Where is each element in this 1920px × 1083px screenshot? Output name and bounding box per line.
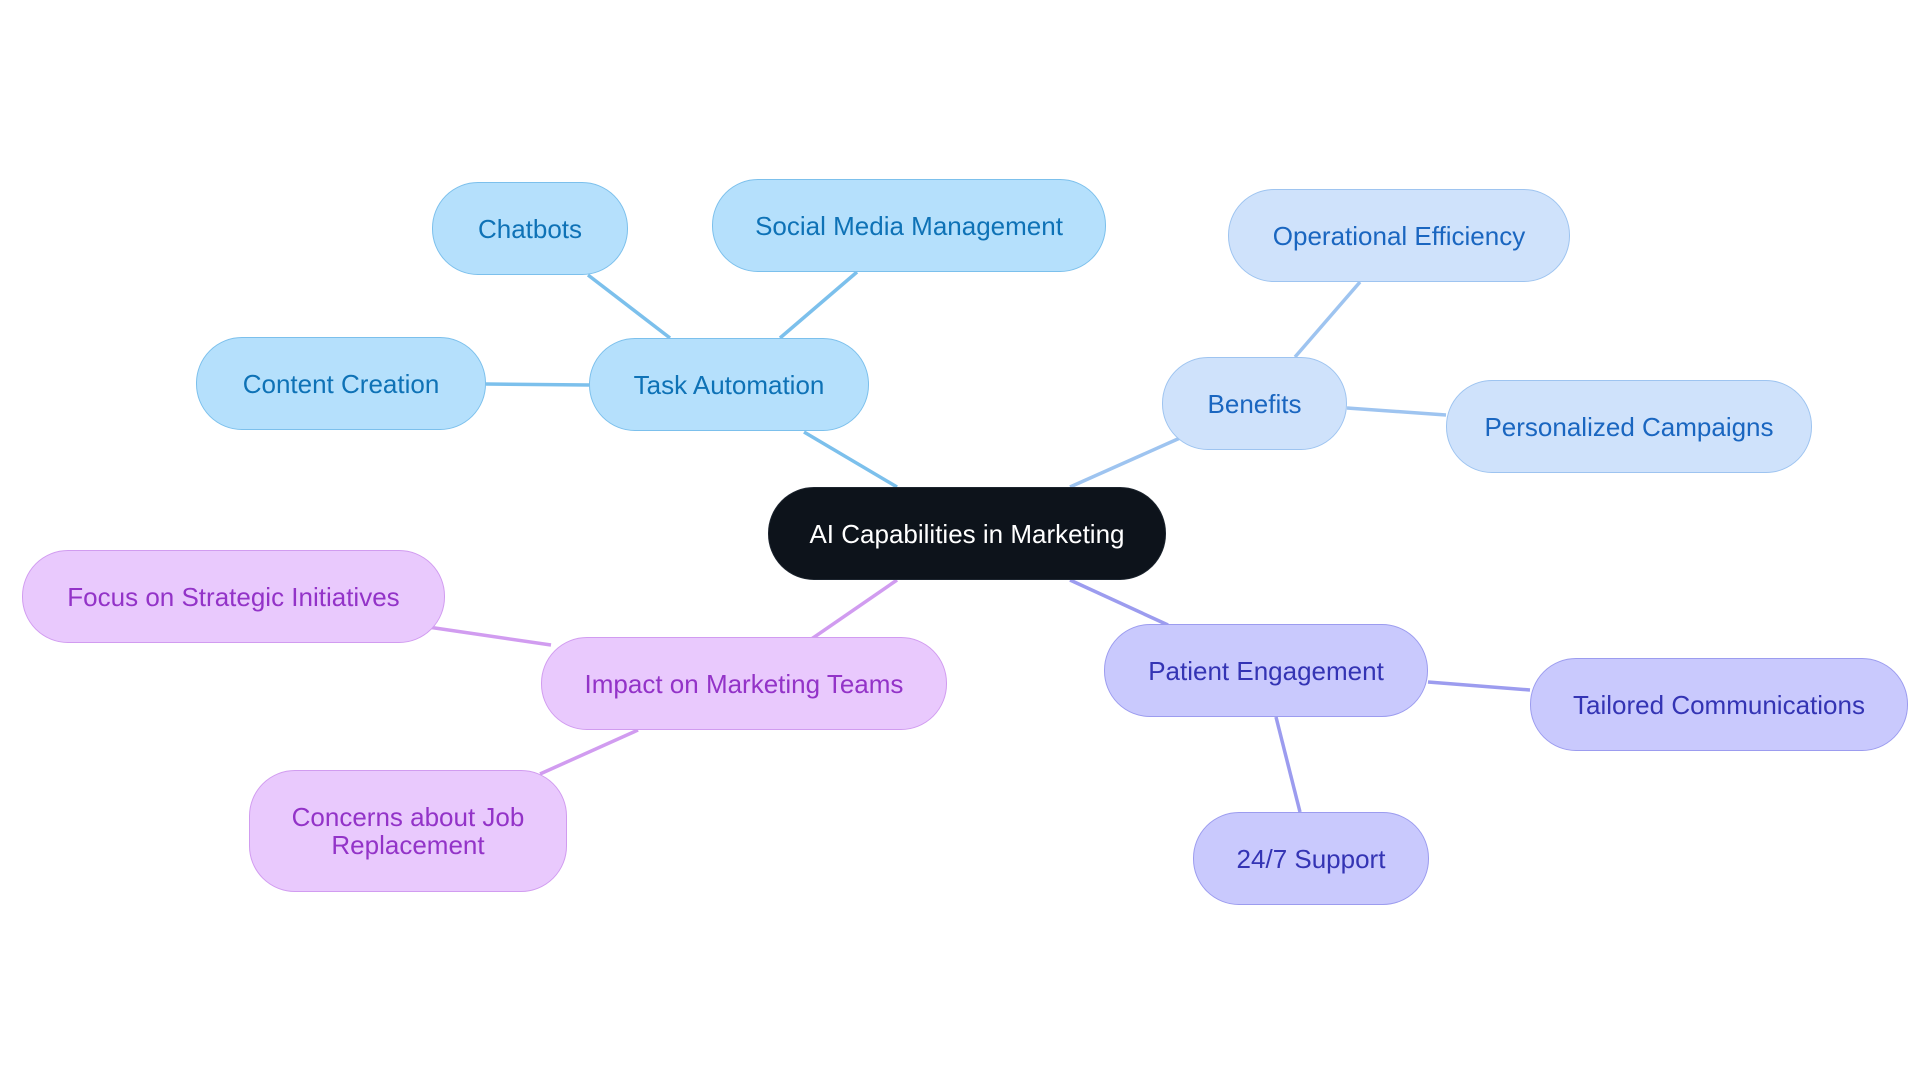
content-creation-node[interactable]: Content Creation: [196, 337, 486, 430]
edge-patient-support: [1274, 716, 1302, 813]
chatbots-node[interactable]: Chatbots: [432, 182, 628, 275]
social-media-management-label: Social Media Management: [755, 210, 1063, 241]
impact-on-marketing-teams-label: Impact on Marketing Teams: [584, 668, 904, 699]
benefits-node[interactable]: Benefits: [1162, 357, 1347, 450]
tailored-communications-label: Tailored Communications: [1573, 689, 1865, 720]
focus-on-strategic-initiatives-node[interactable]: Focus on Strategic Initiatives: [22, 550, 445, 643]
task-automation-label: Task Automation: [633, 369, 825, 400]
concerns-about-job-replacement-node[interactable]: Concerns about Job Replacement: [249, 770, 567, 892]
patient-engagement-node[interactable]: Patient Engagement: [1104, 624, 1428, 717]
edge-task-social-media: [778, 270, 859, 340]
concerns-about-job-replacement-label: Concerns about Job Replacement: [291, 802, 525, 860]
edge-root-task-automation: [803, 430, 898, 489]
focus-on-strategic-initiatives-label: Focus on Strategic Initiatives: [67, 581, 400, 612]
support-24-7-node[interactable]: 24/7 Support: [1193, 812, 1429, 905]
root-node[interactable]: AI Capabilities in Marketing: [768, 487, 1166, 580]
edge-root-impact: [809, 578, 898, 642]
edge-benefits-personalized: [1346, 406, 1447, 417]
edge-impact-focus: [427, 625, 552, 647]
impact-on-marketing-teams-node[interactable]: Impact on Marketing Teams: [541, 637, 947, 730]
edge-task-chatbots: [586, 273, 672, 340]
edge-task-content-creation: [485, 382, 590, 387]
root-label: AI Capabilities in Marketing: [809, 518, 1125, 549]
chatbots-label: Chatbots: [477, 213, 583, 244]
content-creation-label: Content Creation: [242, 368, 440, 399]
tailored-communications-node[interactable]: Tailored Communications: [1530, 658, 1908, 751]
social-media-management-node[interactable]: Social Media Management: [712, 179, 1106, 272]
task-automation-node[interactable]: Task Automation: [589, 338, 869, 431]
benefits-label: Benefits: [1207, 388, 1302, 419]
edge-root-patient-engagement: [1069, 578, 1169, 627]
support-24-7-label: 24/7 Support: [1236, 843, 1386, 874]
personalized-campaigns-label: Personalized Campaigns: [1484, 411, 1774, 442]
edge-impact-concerns: [539, 728, 639, 776]
personalized-campaigns-node[interactable]: Personalized Campaigns: [1446, 380, 1812, 473]
edge-root-benefits: [1069, 436, 1181, 489]
edge-benefits-operational: [1293, 280, 1362, 359]
edge-patient-tailored: [1427, 680, 1531, 692]
patient-engagement-label: Patient Engagement: [1148, 655, 1384, 686]
operational-efficiency-label: Operational Efficiency: [1272, 220, 1526, 251]
operational-efficiency-node[interactable]: Operational Efficiency: [1228, 189, 1570, 282]
